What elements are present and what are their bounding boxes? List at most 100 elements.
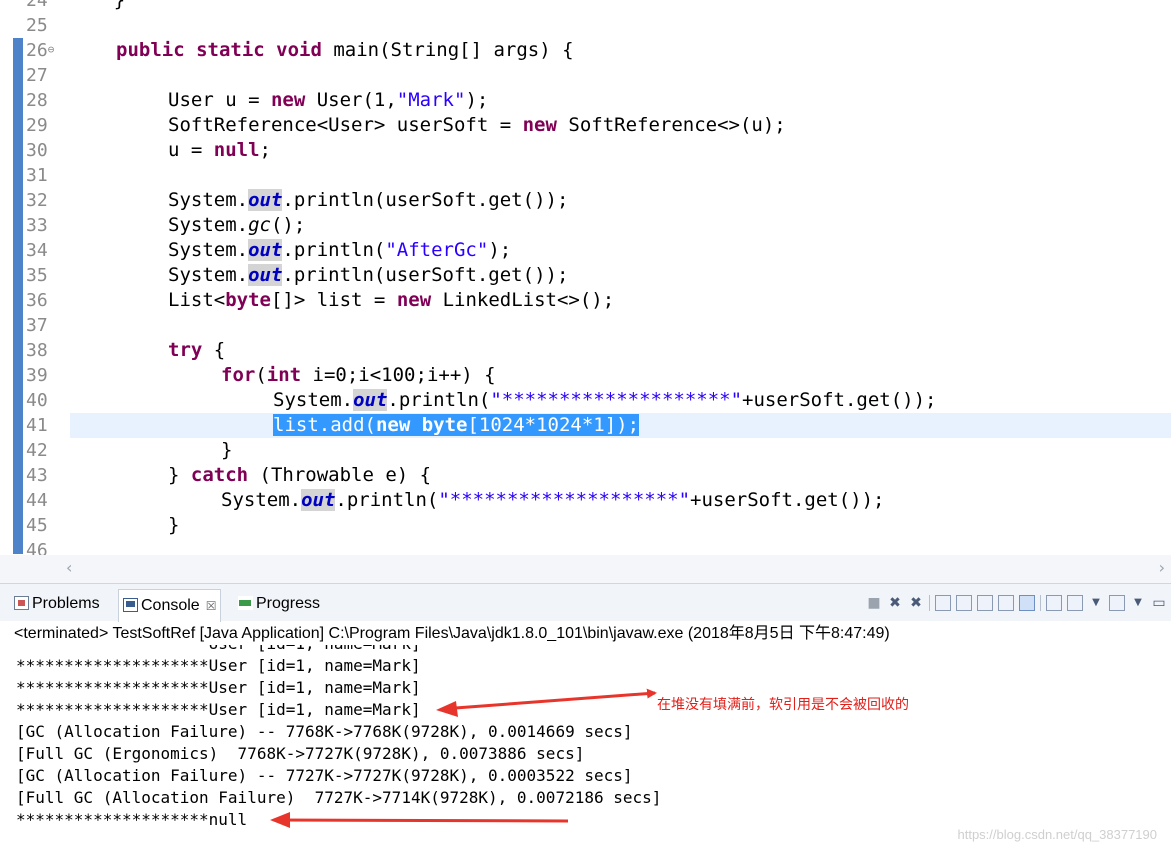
chevron-down-icon[interactable]: ▼	[1092, 597, 1100, 608]
console-line: ********************null	[16, 810, 248, 829]
code-line[interactable]: 37	[0, 313, 1171, 338]
code-text: System.out.println("********************…	[273, 389, 937, 411]
annotation-arrows	[270, 688, 657, 828]
console-output[interactable]: User [id=1, name=Mark]******************…	[16, 645, 1166, 845]
terminate-icon[interactable]: ■	[867, 595, 881, 611]
arrowhead-null	[270, 812, 290, 828]
fold-icon[interactable]: ⊖	[47, 43, 55, 56]
console-line: ********************User [id=1, name=Mar…	[16, 656, 421, 675]
console-toolbar: ■ ✖ ✖ ▼ ▼ ▭	[866, 593, 1167, 613]
line-number: 25	[26, 15, 48, 36]
code-editor[interactable]: 24 } 25 26⊖ public static void main(String[…	[0, 0, 1171, 583]
horizontal-scrollbar[interactable]: ‹ ›	[0, 555, 1171, 583]
scroll-lock-icon[interactable]	[956, 595, 972, 611]
line-number: 45	[26, 515, 48, 536]
code-text: try {	[168, 339, 226, 361]
line-number: 40	[26, 390, 48, 411]
scroll-left-icon[interactable]: ‹	[66, 558, 73, 577]
tab-progress[interactable]: Progress	[238, 591, 320, 617]
code-line[interactable]: 27	[0, 63, 1171, 88]
code-line[interactable]: 39 for(int i=0;i<100;i++) {	[0, 363, 1171, 388]
word-wrap-icon[interactable]	[977, 595, 993, 611]
code-text: List<byte[]> list = new LinkedList<>();	[168, 289, 615, 311]
line-number: 39	[26, 365, 48, 386]
show-on-stdout-icon[interactable]	[998, 595, 1014, 611]
code-line[interactable]: 31	[0, 163, 1171, 188]
toolbar-separator	[929, 595, 930, 611]
code-text: System.gc();	[168, 214, 306, 236]
code-text: System.out.println("AfterGc");	[168, 239, 512, 261]
process-status-label: <terminated> TestSoftRef [Java Applicati…	[14, 625, 890, 642]
line-number: 36	[26, 290, 48, 311]
line-number: 38	[26, 340, 48, 361]
chevron-down-icon[interactable]: ▼	[1134, 597, 1142, 608]
console-line: [Full GC (Ergonomics) 7768K->7727K(9728K…	[16, 744, 585, 763]
code-text: }	[168, 514, 180, 536]
open-console-icon[interactable]	[1109, 595, 1125, 611]
code-line[interactable]: 28 User u = new User(1,"Mark");	[0, 88, 1171, 113]
code-text: User u = new User(1,"Mark");	[168, 89, 489, 111]
line-number: 41	[26, 415, 48, 436]
console-line: [GC (Allocation Failure) -- 7727K->7727K…	[16, 766, 633, 785]
code-line[interactable]: 32 System.out.println(userSoft.get());	[0, 188, 1171, 213]
code-line[interactable]: 43 } catch (Throwable e) {	[0, 463, 1171, 488]
minimize-icon[interactable]: ▭	[1152, 595, 1166, 611]
tab-console-label: Console	[141, 597, 200, 614]
clear-console-icon[interactable]	[935, 595, 951, 611]
code-line[interactable]: 33 System.gc();	[0, 213, 1171, 238]
line-number: 24	[26, 0, 48, 11]
display-console-icon[interactable]	[1067, 595, 1083, 611]
watermark: https://blog.csdn.net/qq_38377190	[957, 827, 1158, 842]
console-line: [GC (Allocation Failure) -- 7768K->7768K…	[16, 722, 633, 741]
remove-launch-icon[interactable]: ✖	[889, 595, 901, 611]
console-line: User [id=1, name=Mark]	[16, 645, 421, 655]
code-text: public static void main(String[] args) {	[116, 39, 574, 61]
code-text: } catch (Throwable e) {	[168, 464, 432, 486]
console-line: ********************User [id=1, name=Mar…	[16, 700, 421, 719]
close-icon[interactable]: ☒	[205, 599, 217, 613]
code-line[interactable]: 42}	[0, 438, 1171, 463]
code-line[interactable]: 26⊖ public static void main(String[] args…	[0, 38, 1171, 63]
tab-problems[interactable]: Problems	[14, 591, 100, 617]
line-number: 32	[26, 190, 48, 211]
code-line[interactable]: 24 }	[0, 0, 1171, 13]
line-number: 33	[26, 215, 48, 236]
tab-console[interactable]: Console ☒	[118, 589, 222, 622]
line-number: 26⊖	[26, 40, 55, 61]
bottom-panel: Problems Console☒ Progress ■ ✖ ✖ ▼ ▼ ▭ <	[0, 583, 1171, 853]
line-number: 27	[26, 65, 48, 86]
arrow-to-last-user-line	[441, 688, 657, 711]
scroll-right-icon[interactable]: ›	[1158, 558, 1165, 577]
pin-console-icon[interactable]	[1046, 595, 1062, 611]
code-text: for(int i=0;i<100;i++) {	[221, 364, 496, 386]
show-on-stderr-icon[interactable]	[1019, 595, 1035, 611]
arrow-to-null-line	[274, 818, 569, 823]
console-line: [Full GC (Allocation Failure) 7727K->771…	[16, 788, 662, 807]
line-number: 28	[26, 90, 48, 111]
code-line[interactable]: 25	[0, 13, 1171, 38]
code-line[interactable]: 36 List<byte[]> list = new LinkedList<>()…	[0, 288, 1171, 313]
line-number: 44	[26, 490, 48, 511]
code-text: System.out.println(userSoft.get());	[168, 189, 569, 211]
line-number: 42	[26, 440, 48, 461]
console-line: ********************User [id=1, name=Mar…	[16, 678, 421, 697]
code-line[interactable]: 38 try {	[0, 338, 1171, 363]
code-line[interactable]: 45}	[0, 513, 1171, 538]
arrowhead-user	[436, 701, 458, 717]
toolbar-separator	[1040, 595, 1041, 611]
line-number: 35	[26, 265, 48, 286]
line-number: 37	[26, 315, 48, 336]
remove-all-terminated-icon[interactable]: ✖	[910, 595, 922, 611]
code-text: }	[68, 0, 126, 11]
annotation-text: 在堆没有填满前，软引用是不会被回收的	[657, 697, 909, 713]
line-number: 43	[26, 465, 48, 486]
code-line[interactable]: 40 System.out.println("******************…	[0, 388, 1171, 413]
line-number: 29	[26, 115, 48, 136]
progress-icon	[238, 595, 253, 610]
